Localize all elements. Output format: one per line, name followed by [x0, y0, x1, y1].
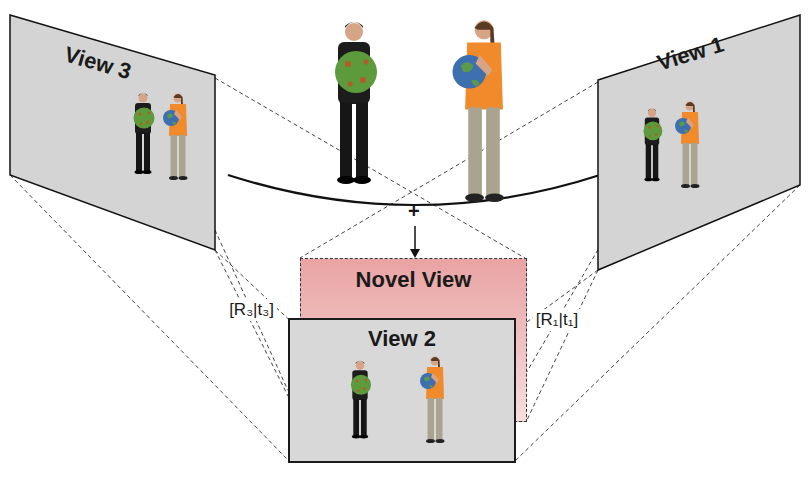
camera-transform-line: [215, 230, 288, 390]
view-box: View 2: [288, 318, 516, 463]
view-title: View 2: [290, 326, 514, 352]
view-panel: View 1: [598, 15, 800, 270]
merge-arrowhead: [410, 249, 420, 258]
merge-arrow: [414, 226, 416, 250]
view-title: Novel View: [301, 267, 526, 293]
transform-label: [R₃|t₃]: [226, 299, 277, 321]
combine-symbol: +: [408, 200, 420, 223]
transform-label: [R₁|t₁]: [533, 309, 581, 331]
camera-transform-line: [516, 250, 598, 391]
